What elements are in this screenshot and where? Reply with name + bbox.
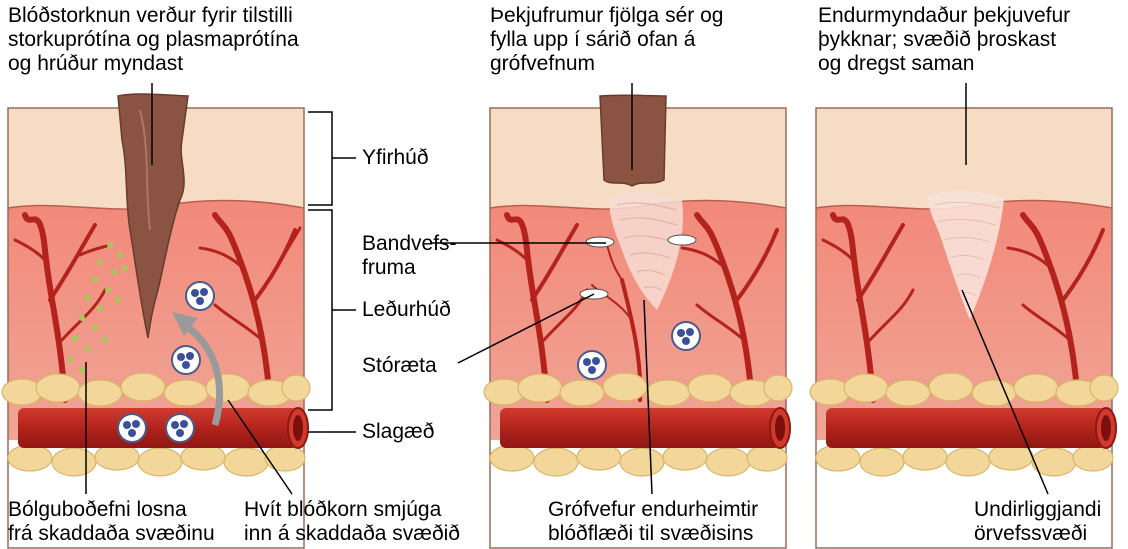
label-granulation-line-1: Grófvefur endurheimtir: [548, 498, 759, 521]
label-artery: Slagæð: [362, 420, 435, 443]
dermis-bracket: [308, 209, 333, 411]
leader-lines: [85, 83, 1049, 495]
caption-panel-3-line-3: og dregst saman: [818, 52, 975, 75]
label-epidermis: Yfirhúð: [362, 146, 429, 169]
label-fibroblast-line-1: Bandvefs-: [362, 232, 457, 255]
caption-panel-3-line-2: þykknar; svæðið þroskast: [818, 28, 1057, 51]
label-fibroblast: Bandvefs- fruma: [362, 232, 457, 280]
panel-2-proliferation: [483, 94, 793, 549]
caption-panel-2-line-1: Þekjufrumur fjölga sér og: [490, 4, 724, 27]
capillary-network: [13, 212, 302, 403]
caption-panel-1: Blóðstorknun verður fyrir tilstilli stor…: [8, 4, 299, 76]
caption-panel-1-line-1: Blóðstorknun verður fyrir tilstilli: [8, 4, 293, 27]
epidermis-bracket: [308, 111, 333, 206]
label-scar-line-2: örvefssvæði: [974, 522, 1088, 545]
caption-panel-2: Þekjufrumur fjölga sér og fylla upp í sá…: [490, 4, 723, 76]
label-inflammatory-line-1: Bólguboðefni losna: [8, 498, 187, 521]
caption-panel-1-line-3: og hrúður myndast: [8, 52, 184, 75]
blood-clot-scab: [117, 93, 189, 339]
caption-panel-2-line-3: grófvefnum: [490, 52, 596, 75]
caption-panel-2-line-2: fylla upp í sárið ofan á: [490, 28, 696, 51]
migration-arrow: [182, 322, 224, 426]
label-inflammatory-line-2: frá skaddaða svæðinu: [8, 522, 215, 545]
label-macrophage: Stóræta: [362, 354, 437, 377]
label-leukocytes-line-1: Hvít blóðkorn smjúga: [244, 498, 442, 521]
label-white-blood-cells: Hvít blóðkorn smjúga inn á skaddaða svæð…: [244, 498, 460, 546]
panel-3-maturation: [809, 107, 1119, 549]
label-dermis: Leðurhúð: [362, 298, 451, 321]
caption-panel-3-line-1: Endurmyndaður þekjuvefur: [818, 4, 1071, 27]
label-granulation-line-2: blóðflæði til svæðisins: [548, 522, 754, 545]
panel-1-clotting: [1, 93, 311, 549]
caption-panel-3: Endurmyndaður þekjuvefur þykknar; svæðið…: [818, 4, 1070, 76]
label-inflammatory-chemicals: Bólguboðefni losna frá skaddaða svæðinu: [8, 498, 215, 546]
label-leukocytes-line-2: inn á skaddaða svæðið: [244, 522, 460, 545]
label-scar-line-1: Undirliggjandi: [974, 498, 1102, 521]
label-fibroblast-line-2: fruma: [362, 256, 416, 279]
label-scar-tissue: Undirliggjandi örvefssvæði: [974, 498, 1101, 546]
caption-panel-1-line-2: storkuprótína og plasmaprótína: [8, 28, 299, 51]
label-granulation-tissue: Grófvefur endurheimtir blóðflæði til svæ…: [548, 498, 758, 546]
fibroblast-cell: [585, 236, 615, 248]
